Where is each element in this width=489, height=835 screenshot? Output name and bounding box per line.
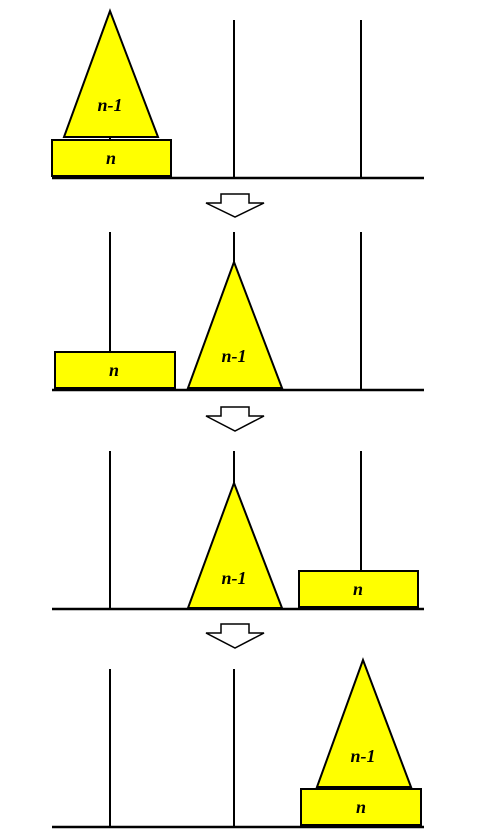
- n-minus-1-stack: [62, 8, 160, 138]
- disk-n-label: n: [106, 148, 116, 168]
- step-4-panel: n-1 n: [52, 657, 424, 829]
- disk-n-label: n: [353, 579, 363, 599]
- step-2-panel: n n-1: [52, 232, 424, 392]
- step-1-panel: n-1 n: [51, 8, 424, 180]
- n-minus-1-stack: [315, 657, 413, 788]
- disk-n-label: n: [356, 797, 366, 817]
- n-minus-1-label: n-1: [97, 95, 122, 115]
- down-arrow-icon: [205, 623, 265, 649]
- n-minus-1-stack: [186, 259, 284, 389]
- n-minus-1-stack: [186, 480, 284, 609]
- disk-n: [51, 139, 172, 177]
- n-minus-1-label: n-1: [221, 568, 246, 588]
- disk-n: [54, 351, 176, 389]
- disk-n: [300, 788, 422, 826]
- n-minus-1-label: n-1: [350, 746, 375, 766]
- down-arrow-icon: [205, 406, 265, 432]
- disk-n-label: n: [109, 360, 119, 380]
- step-3-panel: n-1 n: [52, 451, 424, 611]
- disk-n: [298, 570, 419, 608]
- n-minus-1-label: n-1: [221, 346, 246, 366]
- down-arrow-icon: [205, 193, 265, 218]
